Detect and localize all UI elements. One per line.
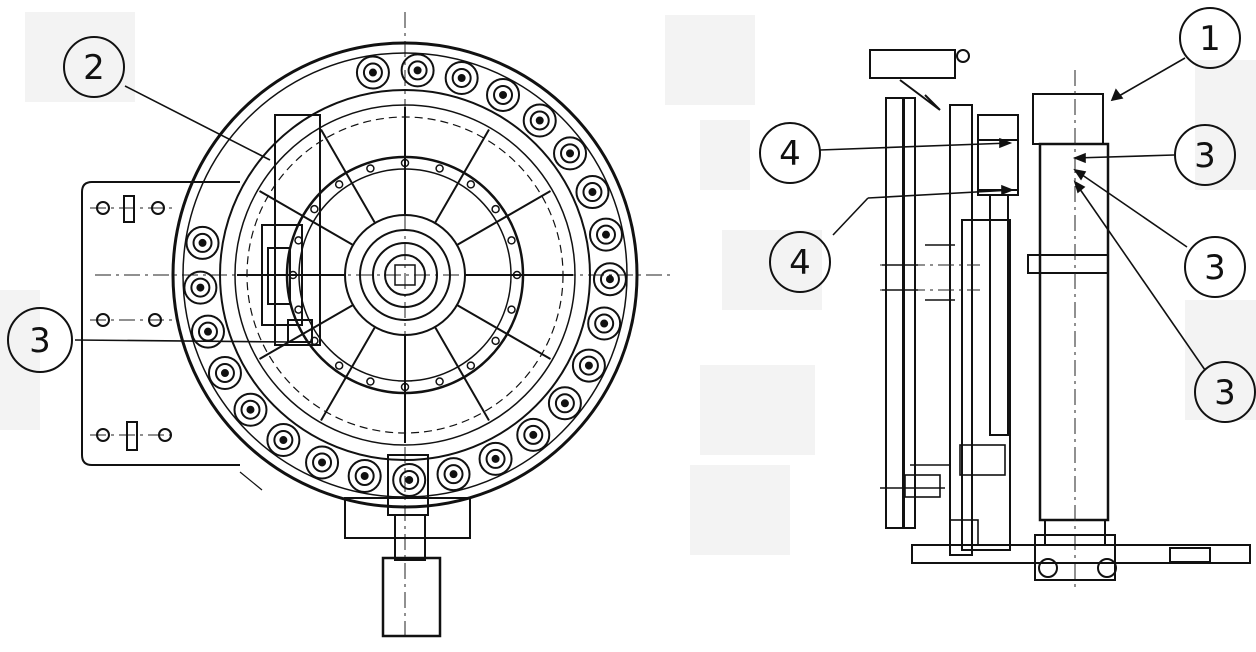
spoke [456, 304, 551, 360]
ring-bolt [507, 236, 516, 245]
ring-bolt [507, 305, 516, 314]
spoke [320, 326, 376, 421]
side-plates [885, 97, 1011, 556]
spoke [320, 129, 376, 224]
motor-column [1027, 93, 1110, 546]
callout-1: 1 [1179, 7, 1241, 69]
plate-edge [239, 471, 263, 491]
mounting-plate [81, 181, 240, 466]
tool-pocket [486, 77, 521, 112]
spoke [456, 190, 551, 246]
ring-bolt [491, 204, 500, 214]
background-shading [0, 12, 1256, 555]
drive-bracket [261, 114, 321, 346]
ring-bolt [466, 180, 476, 189]
tool-pocket [183, 270, 218, 305]
tool-pocket [392, 462, 427, 497]
callout-3-side-bottom: 3 [1194, 361, 1256, 423]
plate-fasteners [96, 195, 172, 451]
callout-3-front-label: 3 [29, 321, 51, 361]
callout-3-side-middle-label: 3 [1204, 248, 1226, 288]
tool-pocket [575, 175, 610, 210]
ring-bolt [294, 236, 303, 245]
side-brackets [880, 244, 1006, 546]
ring-bolt [334, 180, 344, 189]
ring-bolt [366, 377, 375, 386]
ring-bolt [512, 270, 522, 280]
tool-pocket [207, 356, 242, 391]
callout-4-upper: 4 [759, 122, 821, 184]
tool-pockets [183, 53, 627, 497]
bottom-motor [344, 454, 471, 638]
tool-pocket [522, 103, 557, 138]
ring-bolt [310, 204, 319, 214]
callout-2-label: 2 [83, 48, 105, 88]
spoke [434, 129, 490, 224]
ring-bolt [400, 382, 410, 392]
upper-cylinder [977, 114, 1019, 196]
tool-pocket [553, 136, 588, 171]
tool-pocket [233, 392, 268, 427]
ring-bolt [435, 377, 444, 386]
tool-pocket [516, 417, 551, 452]
tool-pocket [400, 53, 435, 88]
leader-lines [74, 57, 1206, 371]
callout-3-side-top-label: 3 [1194, 136, 1216, 176]
tool-pocket [190, 314, 225, 349]
tool-pocket [571, 348, 606, 383]
ring-bolt [466, 361, 476, 370]
callout-3-side-bottom-label: 3 [1214, 373, 1236, 413]
tool-pocket [266, 423, 301, 458]
spoke [434, 326, 490, 421]
tool-pocket [347, 458, 382, 493]
callout-3-side-top: 3 [1174, 124, 1236, 186]
tool-pocket [588, 217, 623, 252]
side-centerline [880, 70, 1076, 590]
tool-pocket [355, 55, 390, 90]
tool-pocket [587, 306, 622, 341]
side-view-tool-magazine [869, 49, 1251, 590]
ring-bolt [366, 164, 375, 173]
ring-bolt [491, 336, 500, 346]
ring-bolt [435, 164, 444, 173]
top-hook [869, 49, 970, 111]
tool-pocket [444, 60, 479, 95]
ring-bolt [294, 305, 303, 314]
ring-bolt [334, 361, 344, 370]
tool-pocket [185, 225, 220, 260]
callout-4-lower-label: 4 [789, 243, 811, 283]
callout-3-front: 3 [7, 307, 73, 373]
tool-pocket [436, 457, 471, 492]
callout-1-label: 1 [1199, 19, 1221, 59]
ring-bolt [400, 158, 410, 168]
tool-pocket [547, 386, 582, 421]
callout-4-upper-label: 4 [779, 134, 801, 174]
tool-pocket [305, 445, 340, 480]
callout-2: 2 [63, 36, 125, 98]
tool-pocket [592, 262, 627, 297]
tool-pocket [478, 441, 513, 476]
front-view-tool-magazine [81, 12, 675, 640]
side-base [911, 534, 1251, 581]
callout-3-side-middle: 3 [1184, 236, 1246, 298]
callout-4-lower: 4 [769, 231, 831, 293]
spoke [259, 304, 354, 360]
